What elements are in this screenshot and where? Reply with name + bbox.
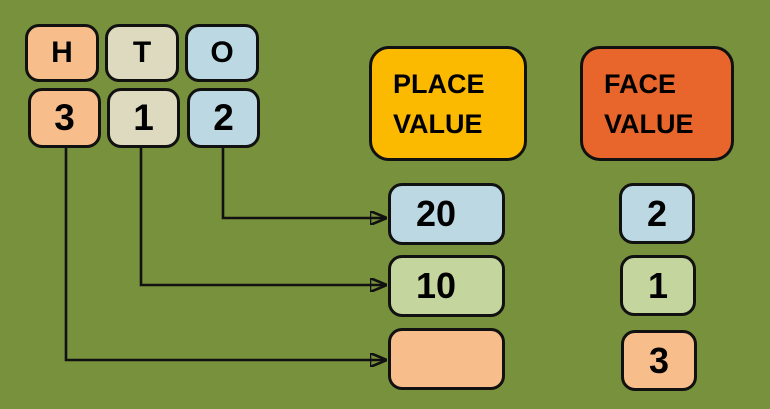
digit-box-hundreds: 3 bbox=[28, 88, 101, 148]
place-value-box-ones: 20 bbox=[388, 183, 505, 245]
place-value-tens: 10 bbox=[416, 265, 457, 306]
face-value-header-line2: VALUE bbox=[604, 108, 694, 139]
face-value-ones: 2 bbox=[646, 192, 668, 234]
arrow-tens-to-place-value bbox=[139, 148, 386, 285]
place-value-header-line1: PLACE bbox=[393, 68, 485, 99]
place-value-box-tens: 10 bbox=[388, 255, 505, 317]
place-letter-tens: T bbox=[132, 36, 152, 69]
face-value-header: FACE VALUE bbox=[580, 46, 734, 161]
face-value-tens: 1 bbox=[647, 264, 669, 306]
face-value-box-tens: 1 bbox=[620, 255, 696, 316]
place-letter-box-hundreds: H bbox=[25, 24, 99, 82]
digit-box-tens: 1 bbox=[107, 88, 180, 148]
digit-box-ones: 2 bbox=[187, 88, 260, 148]
face-value-header-line1: FACE bbox=[604, 68, 677, 99]
face-value-box-ones: 2 bbox=[619, 183, 695, 244]
place-letter-box-tens: T bbox=[105, 24, 179, 82]
place-value-header-line2: VALUE bbox=[393, 108, 483, 139]
place-value-ones: 20 bbox=[416, 193, 457, 234]
place-letter-ones: O bbox=[210, 36, 234, 69]
digit-ones: 2 bbox=[213, 97, 234, 138]
place-value-box-hundreds-empty bbox=[388, 328, 505, 390]
place-letter-hundreds: H bbox=[51, 36, 73, 69]
place-letter-box-ones: O bbox=[185, 24, 259, 82]
digit-hundreds: 3 bbox=[54, 97, 75, 138]
face-value-hundreds: 3 bbox=[648, 339, 670, 381]
arrow-ones-to-place-value bbox=[221, 148, 386, 218]
place-value-header: PLACE VALUE bbox=[369, 46, 527, 161]
arrow-hundreds-to-place-value bbox=[64, 148, 386, 360]
digit-tens: 1 bbox=[133, 97, 154, 138]
face-value-box-hundreds: 3 bbox=[621, 330, 697, 391]
